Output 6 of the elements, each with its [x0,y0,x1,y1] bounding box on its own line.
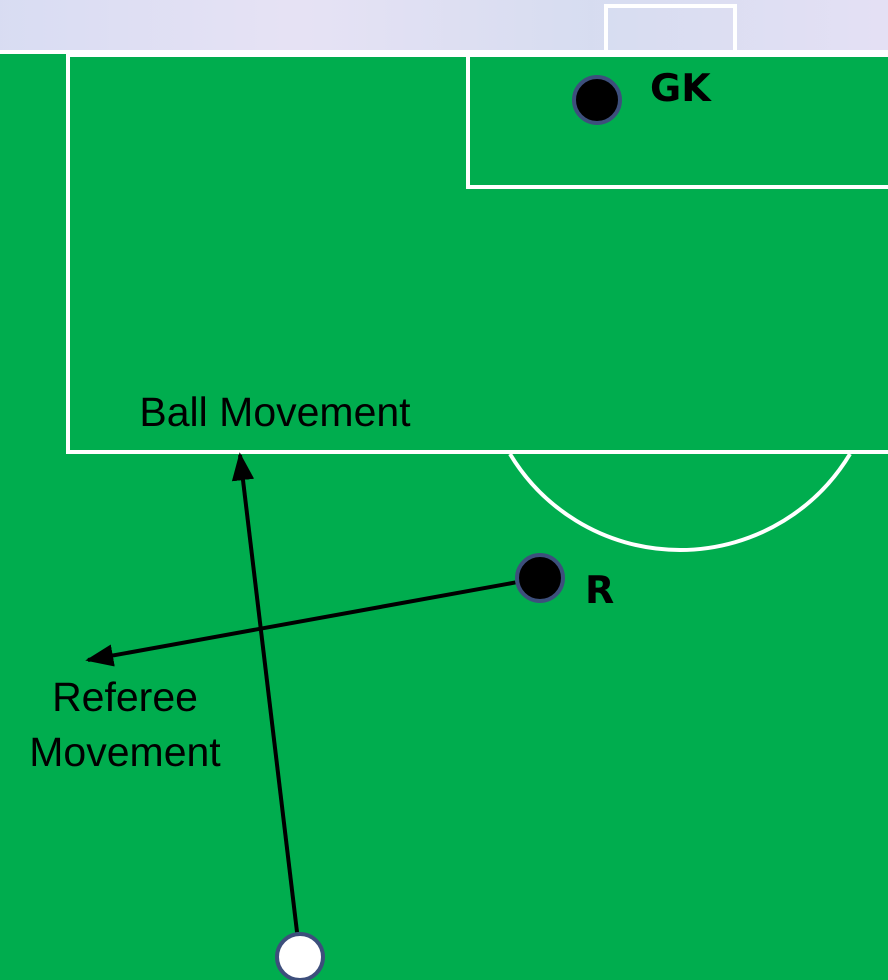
player-label: R [585,568,614,612]
edge-label: Ball Movement [138,388,412,437]
movement-arrow [232,452,300,932]
movement-arrow [85,580,516,667]
player-label: GK [650,66,711,110]
edge-label: Referee Movement [28,673,222,778]
